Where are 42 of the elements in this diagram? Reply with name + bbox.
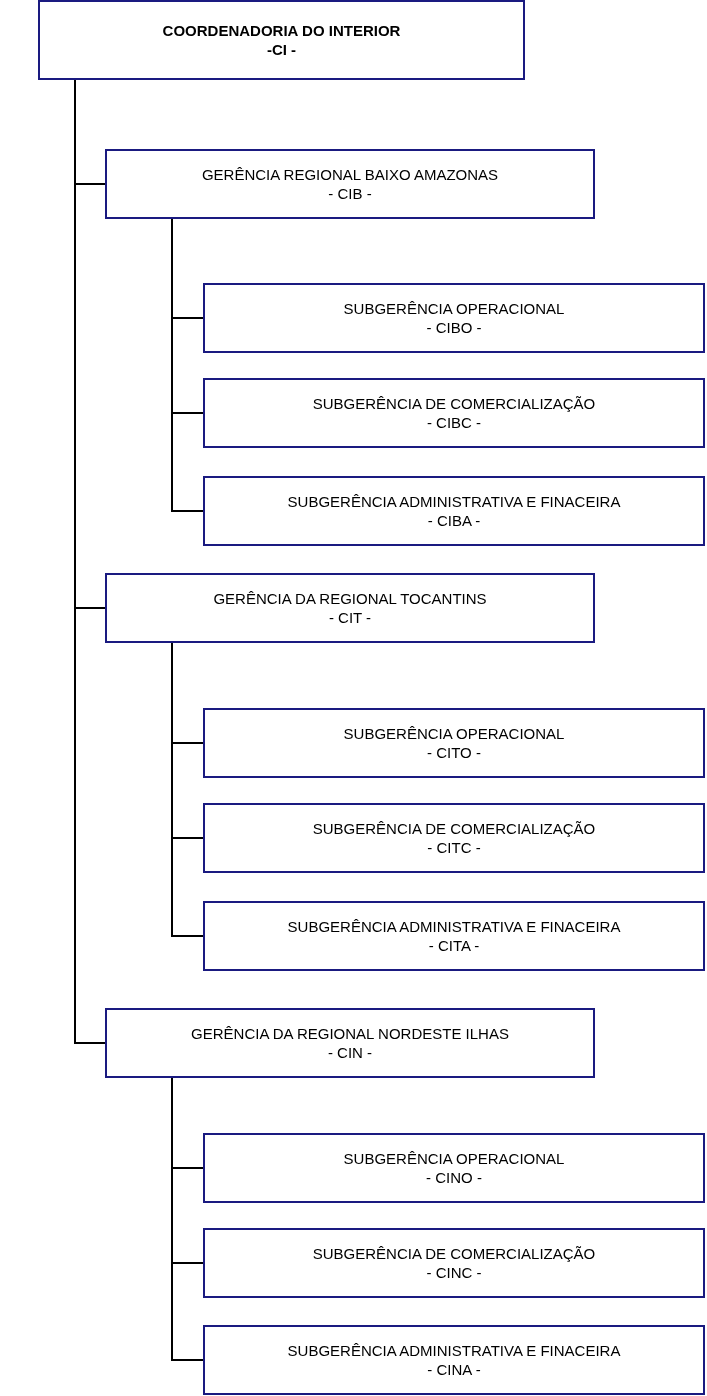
unit-code: - CINO - [426,1168,482,1188]
connector-line [171,218,204,512]
connector-line [171,642,204,937]
unit-code: - CINA - [427,1360,481,1380]
org-unit-box [105,149,595,219]
unit-name: SUBGERÊNCIA DE COMERCIALIZAÇÃO [312,818,596,838]
unit-code: - CITC - [427,838,481,858]
unit-code: - CIBA - [427,511,481,531]
unit-code: - CINC - [426,1263,482,1283]
unit-code: - CIBO - [426,318,482,338]
unit-code: - CIB - [328,184,372,204]
org-unit-box [105,573,595,643]
unit-name: COORDENADORIA DO INTERIOR [162,20,401,40]
unit-code: - CIN - [327,1043,373,1063]
org-unit-box [203,476,705,546]
unit-name: GERÊNCIA DA REGIONAL NORDESTE ILHAS [191,1023,509,1043]
org-unit-box [105,1008,595,1078]
unit-name: SUBGERÊNCIA OPERACIONAL [343,298,565,318]
org-unit-box [203,1133,705,1203]
unit-name: GERÊNCIA DA REGIONAL TOCANTINS [213,588,487,608]
head-office-box [38,0,525,80]
org-unit-box [203,283,705,353]
unit-name: SUBGERÊNCIA OPERACIONAL [343,1148,565,1168]
unit-name: SUBGERÊNCIA OPERACIONAL [343,723,565,743]
unit-code: -CI - [266,40,297,60]
unit-name: SUBGERÊNCIA ADMINISTRATIVA E FINACEIRA [287,491,621,511]
org-unit-box [203,803,705,873]
unit-name: SUBGERÊNCIA DE COMERCIALIZAÇÃO [312,393,596,413]
unit-name: SUBGERÊNCIA ADMINISTRATIVA E FINACEIRA [287,916,621,936]
connector-line [171,1077,204,1361]
unit-name: GERÊNCIA REGIONAL BAIXO AMAZONAS [201,164,499,184]
unit-code: - CIBC - [426,413,482,433]
unit-code: - CITA - [428,936,480,956]
org-unit-box [203,708,705,778]
unit-code: - CIT - [328,608,372,628]
unit-name: SUBGERÊNCIA ADMINISTRATIVA E FINACEIRA [287,1340,621,1360]
org-unit-box [203,1325,705,1395]
unit-code: - CITO - [427,743,481,763]
org-unit-box [203,378,705,448]
org-unit-box [203,901,705,971]
unit-name: SUBGERÊNCIA DE COMERCIALIZAÇÃO [312,1243,596,1263]
org-unit-box [203,1228,705,1298]
